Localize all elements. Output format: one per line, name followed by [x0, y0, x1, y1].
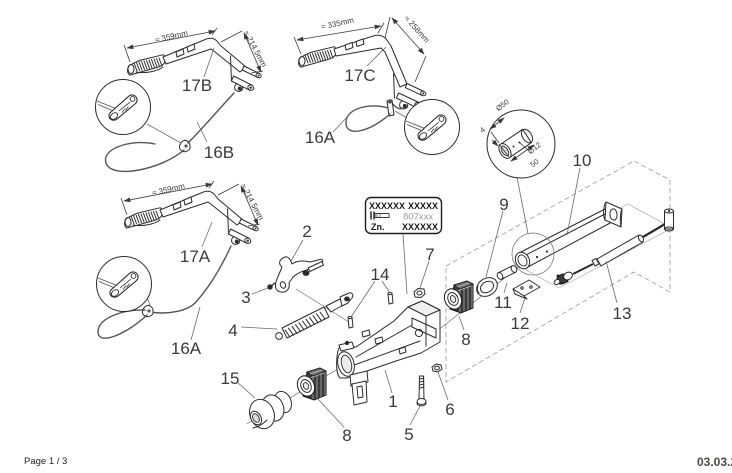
part-3-screw	[267, 282, 276, 290]
callout-4: 4	[228, 321, 237, 340]
callout-6: 6	[445, 400, 454, 419]
label-box-line3-right: XXXXXX	[402, 222, 438, 232]
callout-8-right: 8	[461, 330, 470, 349]
part-2-lever	[274, 256, 324, 293]
dashed-group-outline	[445, 160, 671, 383]
detail-dim-wall: 4	[478, 125, 487, 135]
dim-17A-length-text: ≈ 359mm	[151, 181, 186, 197]
dim-17B-height-text: ≈ 214.5mm	[242, 29, 269, 69]
inner-group-outline	[514, 203, 673, 289]
callout-16A-bottom: 16A	[171, 339, 202, 358]
id-label-box: XXXXXX XXXXX 807xxx Zn. XXXXXX	[364, 196, 443, 295]
part-7-nut	[413, 288, 426, 298]
handle-grip	[124, 207, 164, 229]
callout-11: 11	[494, 293, 512, 312]
callout-16A-top: 16A	[305, 128, 336, 147]
callout-13: 13	[613, 304, 632, 323]
label-box-line1-right: XXXXX	[408, 201, 438, 211]
part-12-plate	[512, 279, 541, 300]
part-1-housing	[336, 300, 441, 406]
leader-lines	[190, 46, 618, 428]
part-10-tube	[514, 201, 623, 270]
cable-16A-bottom	[95, 245, 232, 339]
handle-grip	[127, 54, 167, 76]
date-stamp: 03.03.2	[697, 455, 732, 469]
cable-16B	[94, 78, 235, 172]
page-indicator: Page 1 / 3	[24, 456, 67, 467]
callout-14: 14	[371, 265, 390, 284]
callout-16B: 16B	[204, 143, 234, 162]
part-8-left-bellows	[293, 367, 327, 401]
cable-clip-detail-circle-16A-top	[403, 98, 461, 156]
part-14-pins	[347, 292, 394, 329]
bolt-icon	[370, 211, 390, 220]
cable-clip-detail-circle-16A-bottom	[95, 255, 153, 313]
callout-17B: 17B	[182, 76, 212, 95]
label-box-line1-left: XXXXXX	[369, 201, 405, 211]
callout-1: 1	[388, 392, 397, 411]
cable-clip-detail-circle-16B	[94, 78, 152, 136]
dim-17A-height-text: ≈ 214.5mm	[239, 182, 266, 222]
part-number-labels: 17B 16B 17C 16A 17A 16A 2 3 4 14 7 9 10 …	[171, 66, 632, 445]
detail-dim-outer: Ø50	[494, 97, 511, 113]
dim-17B-length-text: ≈ 359mm	[154, 28, 189, 44]
page-footer: Page 1 / 3 03.03.2	[24, 455, 732, 469]
callout-15: 15	[221, 369, 240, 388]
dim-17C-height-text: ≈ 258mm	[402, 14, 431, 45]
construction-outlines	[445, 160, 673, 383]
dim-17A-length	[120, 180, 215, 216]
detail-indicator-circle	[511, 232, 555, 276]
handle-17A: ≈ 359mm ≈ 214.5mm	[120, 180, 266, 245]
part-6-nut	[431, 363, 443, 373]
part-15-bellows	[249, 390, 292, 430]
part-5-bolt	[416, 375, 427, 407]
dim-17A-height	[217, 183, 261, 227]
handle-tube	[162, 37, 247, 73]
callout-2: 2	[302, 222, 311, 241]
callout-12: 12	[511, 314, 530, 333]
dim-17C-length-text: ≈ 335mm	[320, 16, 355, 32]
callout-9: 9	[499, 195, 508, 214]
callout-10: 10	[573, 151, 592, 170]
callout-7: 7	[425, 245, 434, 264]
callout-17C: 17C	[344, 66, 375, 85]
handle-17C: ≈ 335mm ≈ 258mm	[293, 14, 432, 110]
part-13-damper	[553, 208, 674, 286]
callout-5: 5	[404, 425, 413, 444]
handle-tube	[159, 190, 244, 226]
part-4-spring	[275, 292, 354, 340]
cable-16A-top	[345, 98, 461, 156]
tube-detail-circle: Ø50 4 Ø12 50	[478, 97, 556, 179]
label-box-line3-left: Zn.	[371, 222, 385, 232]
label-box-part-number: 807xxx	[403, 212, 433, 223]
part-9-ring	[476, 277, 498, 297]
callout-3: 3	[241, 288, 250, 307]
part-11-sleeve	[496, 265, 518, 280]
detail-leader	[516, 176, 529, 235]
callout-17A: 17A	[180, 247, 211, 266]
handle-grip	[298, 46, 338, 68]
callout-8-left: 8	[342, 426, 351, 445]
